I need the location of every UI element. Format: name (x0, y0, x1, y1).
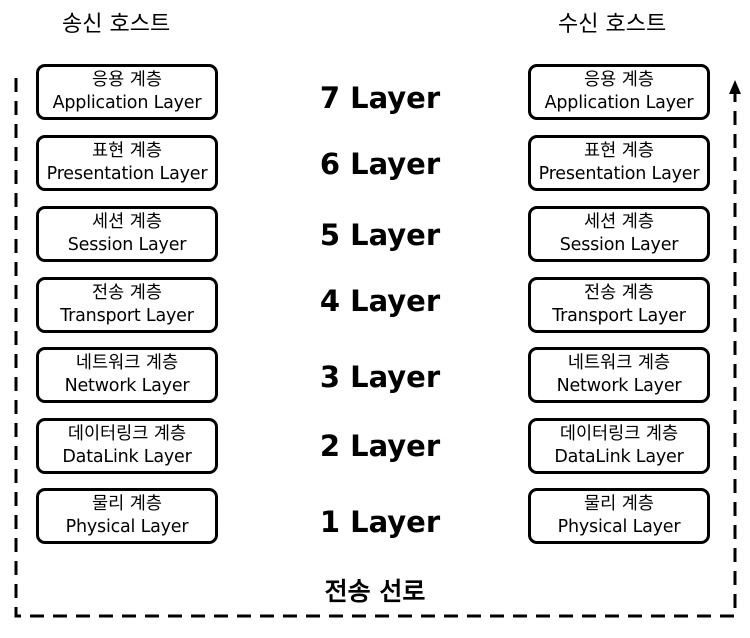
sender-layer-box: 네트워크 계층 Network Layer (36, 347, 218, 403)
sender-layer-box: 물리 계층 Physical Layer (36, 488, 218, 544)
layer-number-label: 5 Layer (319, 218, 441, 252)
layer-korean-name: 전송 계층 (92, 283, 162, 303)
layer-english-name: DataLink Layer (62, 447, 192, 467)
layer-english-name: Transport Layer (60, 306, 194, 326)
layer-korean-name: 표현 계층 (92, 141, 162, 161)
layer-english-name: Application Layer (52, 93, 202, 113)
sender-layer-box: 데이터링크 계층 DataLink Layer (36, 418, 218, 474)
receiver-layer-box: 데이터링크 계층 DataLink Layer (528, 418, 710, 474)
layer-korean-name: 응용 계층 (92, 70, 162, 90)
layer-korean-name: 표현 계층 (584, 141, 654, 161)
layer-english-name: Session Layer (67, 235, 187, 255)
layer-english-name: Physical Layer (557, 517, 681, 537)
layer-english-name: DataLink Layer (554, 447, 684, 467)
layer-korean-name: 세션 계층 (92, 212, 162, 232)
receiver-layer-box: 물리 계층 Physical Layer (528, 488, 710, 544)
receiver-layer-box: 응용 계층 Application Layer (528, 64, 710, 120)
layer-english-name: Physical Layer (65, 517, 189, 537)
layer-number-label: 1 Layer (319, 505, 441, 539)
layer-number-label: 4 Layer (319, 284, 441, 318)
layer-korean-name: 전송 계층 (584, 283, 654, 303)
sender-layer-box: 세션 계층 Session Layer (36, 206, 218, 262)
layer-english-name: Network Layer (556, 376, 682, 396)
layer-number-label: 7 Layer (319, 81, 441, 115)
layer-english-name: Transport Layer (552, 306, 686, 326)
layer-korean-name: 응용 계층 (584, 70, 654, 90)
layer-english-name: Network Layer (64, 376, 190, 396)
layer-number-label: 2 Layer (319, 429, 441, 463)
layer-korean-name: 네트워크 계층 (567, 353, 671, 373)
receiver-layer-box: 표현 계층 Presentation Layer (528, 135, 710, 191)
layer-english-name: Application Layer (544, 93, 694, 113)
layer-korean-name: 데이터링크 계층 (67, 424, 187, 444)
receiver-host-title: 수신 호스트 (558, 12, 667, 37)
sender-layer-box: 전송 계층 Transport Layer (36, 277, 218, 333)
receiver-layer-box: 세션 계층 Session Layer (528, 206, 710, 262)
receiver-layer-box: 전송 계층 Transport Layer (528, 277, 710, 333)
layer-number-label: 6 Layer (319, 147, 441, 181)
receiver-layer-box: 네트워크 계층 Network Layer (528, 347, 710, 403)
layer-korean-name: 세션 계층 (584, 212, 654, 232)
layer-english-name: Presentation Layer (538, 164, 700, 184)
sender-layer-box: 표현 계층 Presentation Layer (36, 135, 218, 191)
layer-korean-name: 물리 계층 (584, 494, 654, 514)
sender-layer-box: 응용 계층 Application Layer (36, 64, 218, 120)
data-flow-path (14, 78, 737, 618)
layer-korean-name: 네트워크 계층 (75, 353, 179, 373)
layer-english-name: Session Layer (559, 235, 679, 255)
transmission-path-label: 전송 선로 (324, 577, 426, 606)
layer-number-label: 3 Layer (319, 360, 441, 394)
sender-host-title: 송신 호스트 (62, 12, 171, 37)
layer-english-name: Presentation Layer (46, 164, 208, 184)
arrowhead-up-icon (729, 80, 741, 94)
layer-korean-name: 데이터링크 계층 (559, 424, 679, 444)
layer-korean-name: 물리 계층 (92, 494, 162, 514)
